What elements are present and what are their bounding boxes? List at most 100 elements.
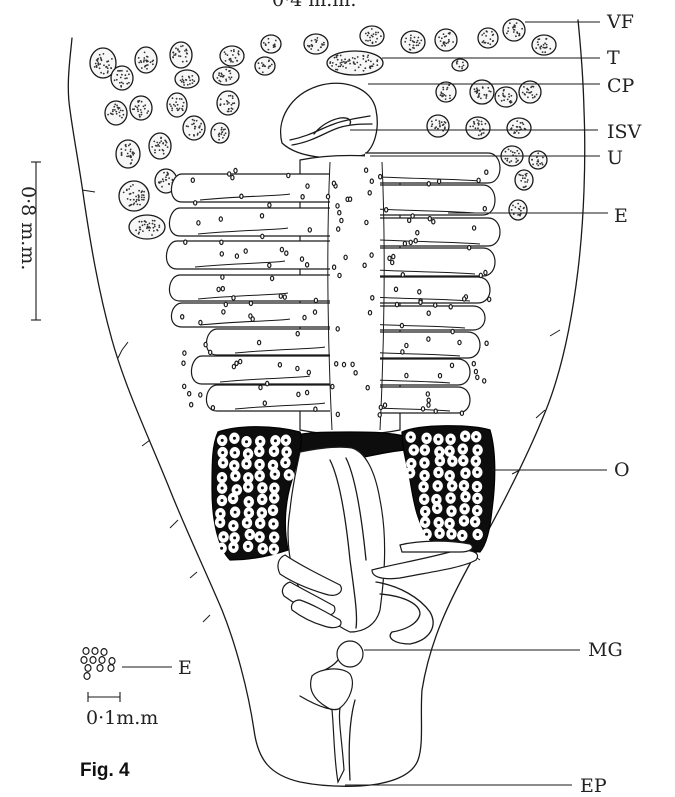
vitelline-follicle [175, 70, 199, 88]
oocyte [447, 506, 457, 517]
oocyte [473, 445, 483, 456]
egg [84, 673, 90, 680]
oocyte [446, 493, 456, 504]
oocyte [284, 469, 294, 480]
oocyte [457, 530, 467, 541]
oocyte [243, 448, 253, 459]
vitelline-follicle [532, 35, 556, 55]
vitelline-follicle [217, 91, 239, 115]
oocyte [447, 456, 457, 467]
oocyte [269, 446, 279, 457]
oocyte [228, 493, 238, 504]
oocyte [255, 531, 265, 542]
vitelline-follicle [105, 101, 127, 125]
vitelline-follicle [466, 117, 490, 139]
oocyte [257, 494, 267, 505]
vertical-scale-bar: 0·8 m.m. [17, 162, 41, 320]
egg [90, 657, 96, 664]
vitelline-follicle [211, 123, 229, 143]
oocyte [244, 496, 254, 507]
oocyte [269, 493, 279, 504]
vitelline-follicle [220, 46, 244, 66]
oocyte [409, 445, 419, 456]
egg [92, 648, 98, 655]
oocyte [445, 446, 455, 457]
vitelline-follicle [509, 200, 527, 220]
oocyte [217, 435, 227, 446]
oocyte [218, 457, 228, 468]
vitelline-follicle [507, 118, 531, 138]
uterus [166, 153, 500, 435]
label-t: T [607, 47, 620, 69]
oocyte [269, 483, 279, 494]
oocyte [257, 482, 267, 493]
egg-scale-text: 0·1m.m [86, 707, 158, 729]
oocyte [420, 506, 430, 517]
egg-inset: E 0·1m.m [81, 648, 192, 729]
egg [101, 649, 107, 656]
vitelline-follicle [401, 31, 425, 53]
oocyte [471, 431, 481, 442]
label-mg: MG [588, 639, 623, 661]
oocyte [268, 505, 278, 516]
oocyte [229, 433, 239, 444]
oocyte [217, 543, 227, 554]
vitelline-follicle [183, 116, 205, 140]
oocyte [255, 459, 265, 470]
uterine-coil [206, 329, 335, 355]
oocyte [420, 457, 430, 468]
vitelline-follicle [135, 47, 157, 73]
vitelline-follicle [360, 26, 384, 46]
oocyte [282, 447, 292, 458]
vitelline-follicle [495, 87, 517, 107]
oocyte [420, 445, 430, 456]
uterine-coil [191, 356, 335, 384]
oocyte [473, 529, 483, 540]
oocyte [244, 507, 254, 518]
oocyte [229, 460, 239, 471]
oocyte [461, 468, 471, 479]
oocyte [218, 447, 228, 458]
oocyte [269, 544, 279, 555]
structure-labels: VF T CP ISV U E O MG EP [580, 11, 642, 797]
label-isv: ISV [607, 121, 642, 143]
oocyte [460, 503, 470, 514]
oocyte [434, 467, 444, 478]
vitelline-follicle [529, 151, 547, 169]
oocyte [406, 432, 416, 443]
egg [85, 665, 91, 672]
uterine-coil [166, 241, 335, 269]
oocyte [470, 516, 480, 527]
uterine-coil [169, 275, 335, 301]
label-cp: CP [607, 75, 635, 97]
vitelline-follicle [116, 140, 140, 168]
oocyte [217, 472, 227, 483]
vitelline-follicle [129, 215, 165, 239]
oocyte [230, 507, 240, 518]
oocyte [219, 531, 229, 542]
vitelline-follicle [478, 28, 498, 48]
oocyte [269, 518, 279, 529]
egg [109, 658, 115, 665]
oocyte [419, 494, 429, 505]
oocyte [461, 491, 471, 502]
oocyte [242, 517, 252, 528]
oocyte [433, 434, 443, 445]
vitelline-follicle [119, 181, 149, 211]
uterine-coil [171, 174, 335, 202]
oocyte [280, 457, 290, 468]
label-e: E [614, 205, 628, 227]
oocyte [270, 469, 280, 480]
oocyte [230, 447, 240, 458]
vitelline-follicle [452, 59, 468, 71]
oocyte [229, 542, 239, 553]
oocyte [432, 503, 442, 514]
oocyte [420, 517, 430, 528]
oocyte [459, 480, 469, 491]
oocyte [243, 541, 253, 552]
oocyte [472, 467, 482, 478]
egg [83, 648, 89, 655]
vitelline-follicle [503, 19, 525, 41]
vitelline-follicle [515, 170, 533, 190]
